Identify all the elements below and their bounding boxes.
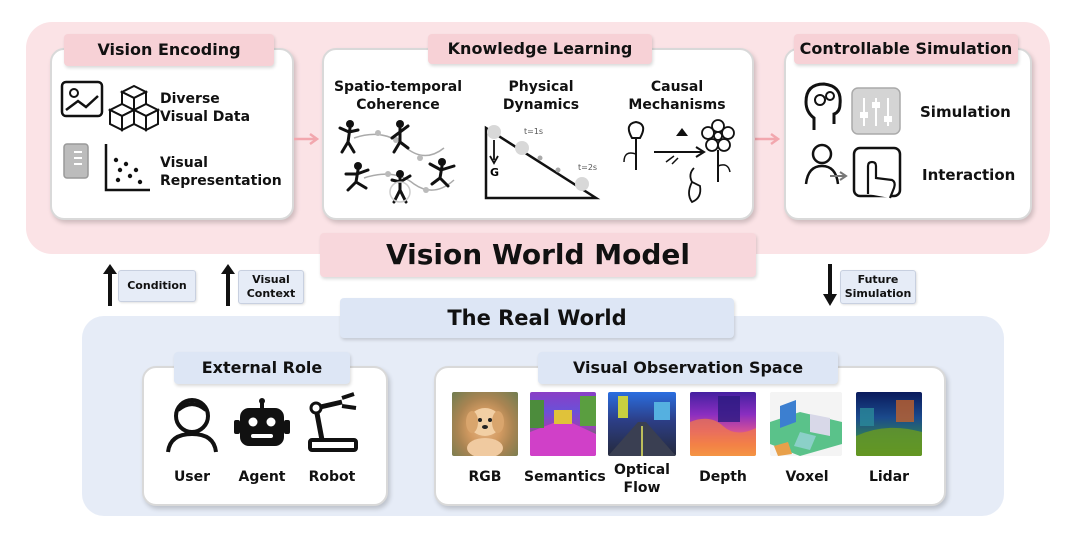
- interaction-label: Interaction: [922, 166, 1016, 184]
- causal-mechanisms-label-1: Causal: [650, 79, 704, 95]
- user-icon: [166, 398, 218, 453]
- arrow-down-icon: [823, 264, 837, 306]
- spatio-temporal-label-2: Coherence: [356, 97, 440, 113]
- visual-context-line-1: Visual: [252, 273, 290, 286]
- visual-context-tag: Visual Context: [238, 270, 304, 304]
- lidar-label: Lidar: [868, 469, 910, 485]
- interaction-icon: [804, 143, 902, 199]
- depth-image: [690, 392, 756, 456]
- visual-representation-icon: [63, 143, 150, 192]
- voxel-image: [770, 392, 842, 456]
- external-role-title: External Role: [174, 352, 350, 384]
- diverse-data-label-2: Visual Data: [160, 109, 251, 125]
- arrow-right-icon: [294, 132, 320, 146]
- time-label-2: t=2s: [578, 163, 597, 172]
- future-simulation-tag: Future Simulation: [840, 270, 916, 304]
- rgb-label: RGB: [468, 469, 502, 485]
- visual-observation-title: Visual Observation Space: [538, 352, 838, 384]
- real-world-title: The Real World: [340, 298, 734, 338]
- semantics-label: Semantics: [524, 469, 606, 485]
- semantics-image: [530, 392, 596, 456]
- causal-mechanisms-label-2: Mechanisms: [628, 97, 726, 113]
- causal-mechanisms-icon: [623, 119, 735, 204]
- controllable-simulation-title: Controllable Simulation: [794, 34, 1018, 64]
- physical-dynamics-label-2: Dynamics: [502, 97, 580, 113]
- robot-label: Robot: [308, 469, 356, 485]
- visual-context-line-2: Context: [246, 287, 296, 300]
- voxel-label: Voxel: [785, 469, 829, 485]
- arrow-up-icon: [221, 264, 235, 306]
- spatio-temporal-label-1: Spatio-temporal: [333, 79, 463, 95]
- knowledge-learning-title: Knowledge Learning: [428, 34, 652, 64]
- vision-world-model-title: Vision World Model: [320, 233, 756, 277]
- visual-representation-label-1: Visual: [160, 155, 208, 171]
- vision-encoding-card: [50, 48, 294, 220]
- gravity-label: G: [490, 166, 499, 179]
- spatio-temporal-icon: [338, 120, 456, 204]
- robot-icon: [308, 392, 358, 452]
- time-label-1: t=1s: [524, 127, 543, 136]
- optical-flow-image: [608, 392, 676, 456]
- future-simulation-line-1: Future: [857, 273, 899, 286]
- depth-label: Depth: [699, 469, 747, 485]
- condition-tag: Condition: [118, 270, 196, 302]
- future-simulation-line-2: Simulation: [844, 287, 912, 300]
- visual-representation-label-2: Representation: [160, 173, 282, 189]
- physical-dynamics-icon: G t=1s t=2s: [484, 125, 601, 200]
- simulation-icon: [804, 82, 901, 135]
- simulation-label: Simulation: [920, 103, 1011, 121]
- user-label: User: [173, 469, 211, 485]
- arrow-up-icon: [103, 264, 117, 306]
- rgb-image: [452, 392, 518, 456]
- physical-dynamics-label-1: Physical: [508, 79, 574, 95]
- agent-icon: [234, 398, 290, 446]
- diverse-data-label-1: Diverse: [160, 91, 220, 107]
- vision-encoding-title: Vision Encoding: [64, 34, 274, 66]
- optical-flow-label: Optical Flow: [614, 462, 670, 496]
- lidar-image: [856, 392, 922, 456]
- agent-label: Agent: [238, 469, 286, 485]
- diverse-data-icon: [60, 80, 161, 132]
- arrow-right-icon: [755, 132, 781, 146]
